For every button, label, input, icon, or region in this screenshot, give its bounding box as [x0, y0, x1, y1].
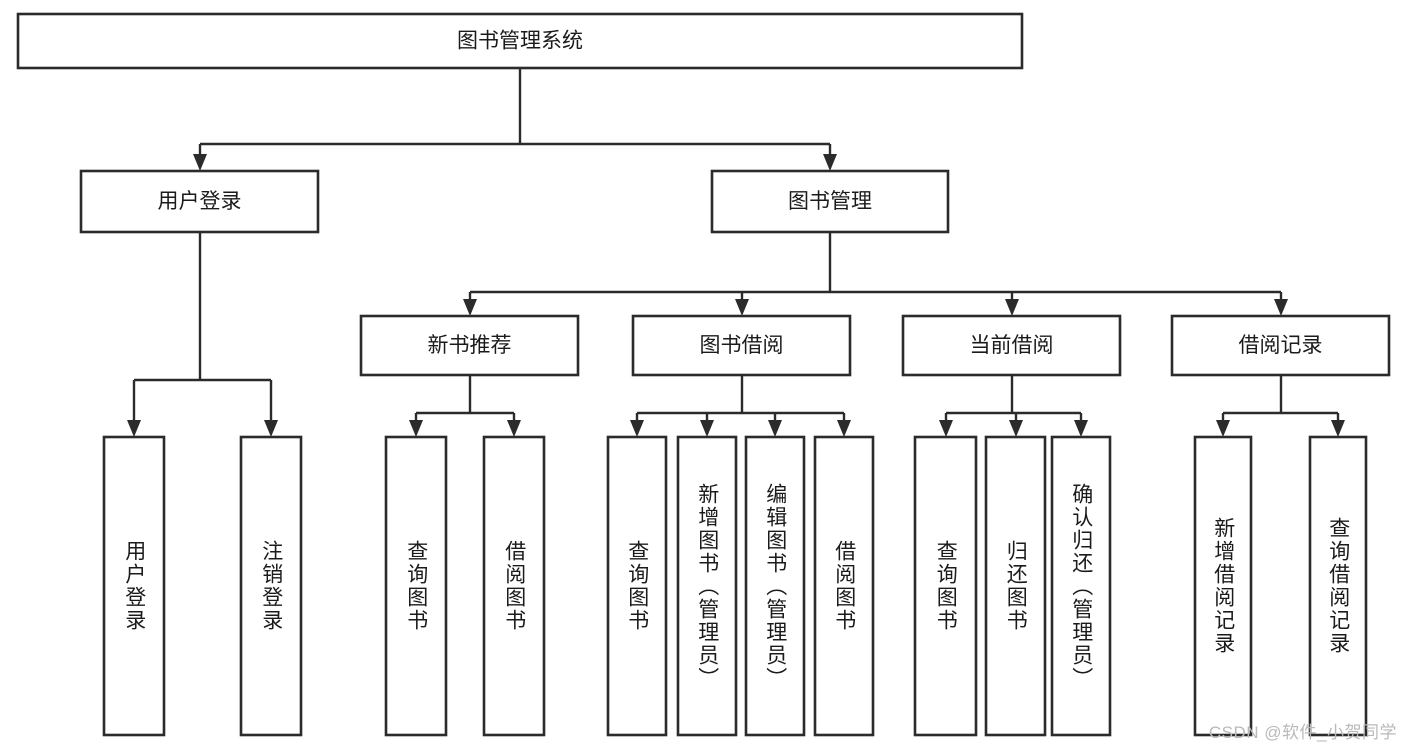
arrow-head-current-borrow [1005, 299, 1019, 316]
node-box-leaf-logout[interactable] [239, 435, 303, 737]
node-box-leaf-confirm-return[interactable] [1050, 435, 1112, 737]
node-box-new-book-rec[interactable] [359, 314, 580, 377]
node-box-current-borrow[interactable] [901, 314, 1122, 377]
arrow-head-new-book-rec [463, 299, 477, 316]
arrow-head-book-manage [823, 154, 837, 171]
node-box-leaf-add-book[interactable] [676, 435, 738, 737]
arrow-head-leaf-query-record [1331, 420, 1345, 437]
arrow-head-leaf-query-book-1 [409, 420, 423, 437]
arrow-head-leaf-user-login [127, 420, 141, 437]
arrow-head-user-login [193, 154, 207, 171]
node-box-leaf-edit-book[interactable] [744, 435, 806, 737]
node-box-user-login[interactable] [79, 169, 320, 234]
arrow-head-book-borrow [735, 299, 749, 316]
node-box-leaf-borrow-book-1[interactable] [482, 435, 546, 737]
arrow-head-leaf-add-record [1216, 420, 1230, 437]
node-box-layer [16, 12, 1391, 737]
node-box-leaf-query-book-1[interactable] [384, 435, 448, 737]
arrow-head-leaf-logout [264, 420, 278, 437]
connector-layer [127, 68, 1345, 437]
node-box-root[interactable] [16, 12, 1024, 70]
node-label-book-borrow: 图书借阅 [700, 334, 784, 357]
arrow-head-leaf-borrow-book-2 [837, 420, 851, 437]
node-box-borrow-record[interactable] [1170, 314, 1391, 377]
arrow-head-leaf-return-book [1009, 420, 1023, 437]
arrow-head-leaf-query-book-3 [939, 420, 953, 437]
node-label-root: 图书管理系统 [457, 30, 583, 53]
node-box-leaf-return-book[interactable] [984, 435, 1047, 737]
node-label-borrow-record: 借阅记录 [1239, 334, 1323, 357]
arrow-head-borrow-record [1274, 299, 1288, 316]
arrow-head-leaf-borrow-book-1 [507, 420, 521, 437]
arrow-head-leaf-add-book [700, 420, 714, 437]
node-box-leaf-borrow-book-2[interactable] [813, 435, 875, 737]
node-box-book-borrow[interactable] [631, 314, 852, 377]
watermark-text: CSDN @软件_小贺同学 [1208, 723, 1397, 742]
node-box-leaf-query-record[interactable] [1308, 435, 1368, 737]
node-box-leaf-query-book-2[interactable] [606, 435, 668, 737]
node-box-leaf-add-record[interactable] [1193, 435, 1253, 737]
node-box-leaf-user-login[interactable] [102, 435, 166, 737]
arrow-head-leaf-confirm-return [1074, 420, 1088, 437]
node-box-leaf-query-book-3[interactable] [913, 435, 978, 737]
arrow-head-leaf-query-book-2 [630, 420, 644, 437]
arrow-head-leaf-edit-book [768, 420, 782, 437]
node-label-user-login: 用户登录 [158, 190, 242, 213]
node-label-new-book-rec: 新书推荐 [428, 334, 512, 357]
node-box-book-manage[interactable] [710, 169, 950, 234]
node-label-book-manage: 图书管理 [788, 190, 872, 213]
node-label-current-borrow: 当前借阅 [970, 334, 1054, 357]
